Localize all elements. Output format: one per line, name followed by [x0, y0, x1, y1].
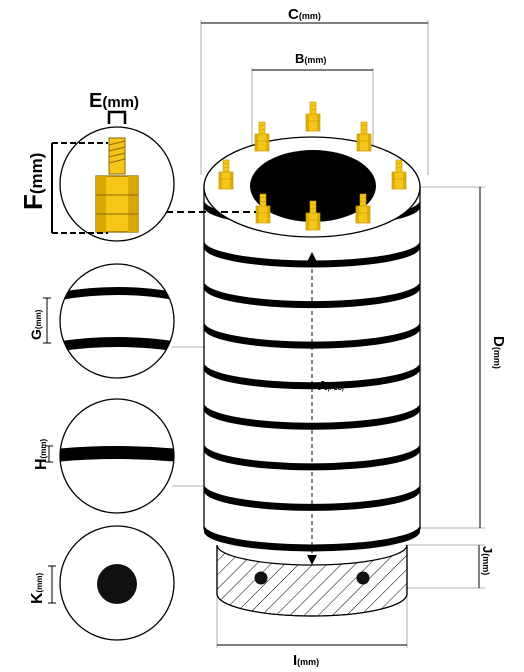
ring-count-arrow — [307, 252, 317, 565]
label-G: G(mm) — [28, 309, 44, 340]
label-B: B(mm) — [295, 51, 326, 66]
ring-band — [204, 281, 420, 309]
ring-band — [204, 321, 420, 349]
ring-band — [204, 240, 420, 268]
ring-band — [204, 524, 420, 552]
terminal-pin — [356, 121, 372, 152]
detail-ring-width — [45, 398, 175, 514]
ring-band — [204, 443, 420, 471]
label-D: D(mm) — [490, 336, 507, 369]
label-J: J(mm) — [480, 546, 495, 575]
detail-ring-gap — [43, 263, 175, 379]
terminal-pin — [305, 200, 321, 231]
mounting-hole-left — [254, 571, 268, 585]
terminal-pin — [255, 193, 271, 224]
label-C: C(mm) — [288, 6, 321, 23]
detail-pin — [51, 110, 175, 242]
label-I: I(mm) — [293, 652, 319, 669]
label-E: E(mm) — [89, 90, 139, 112]
label-K: K(mm) — [29, 573, 46, 604]
terminal-pin — [218, 159, 234, 190]
ring-band — [204, 483, 420, 511]
ring-band — [204, 362, 420, 390]
label-A: A(PCS) — [318, 378, 344, 393]
detail-hole — [48, 525, 175, 641]
label-F: F(mm) — [18, 153, 48, 210]
center-bore — [250, 150, 376, 222]
mounting-hole-right — [356, 571, 370, 585]
mounting-base — [216, 544, 408, 617]
terminal-pin — [355, 193, 371, 224]
terminal-pin — [254, 121, 270, 152]
label-H: H(mm) — [33, 439, 50, 470]
ring-band — [204, 402, 420, 430]
terminal-pin — [391, 159, 407, 190]
terminal-pins — [218, 101, 407, 231]
terminal-pin — [305, 101, 321, 132]
